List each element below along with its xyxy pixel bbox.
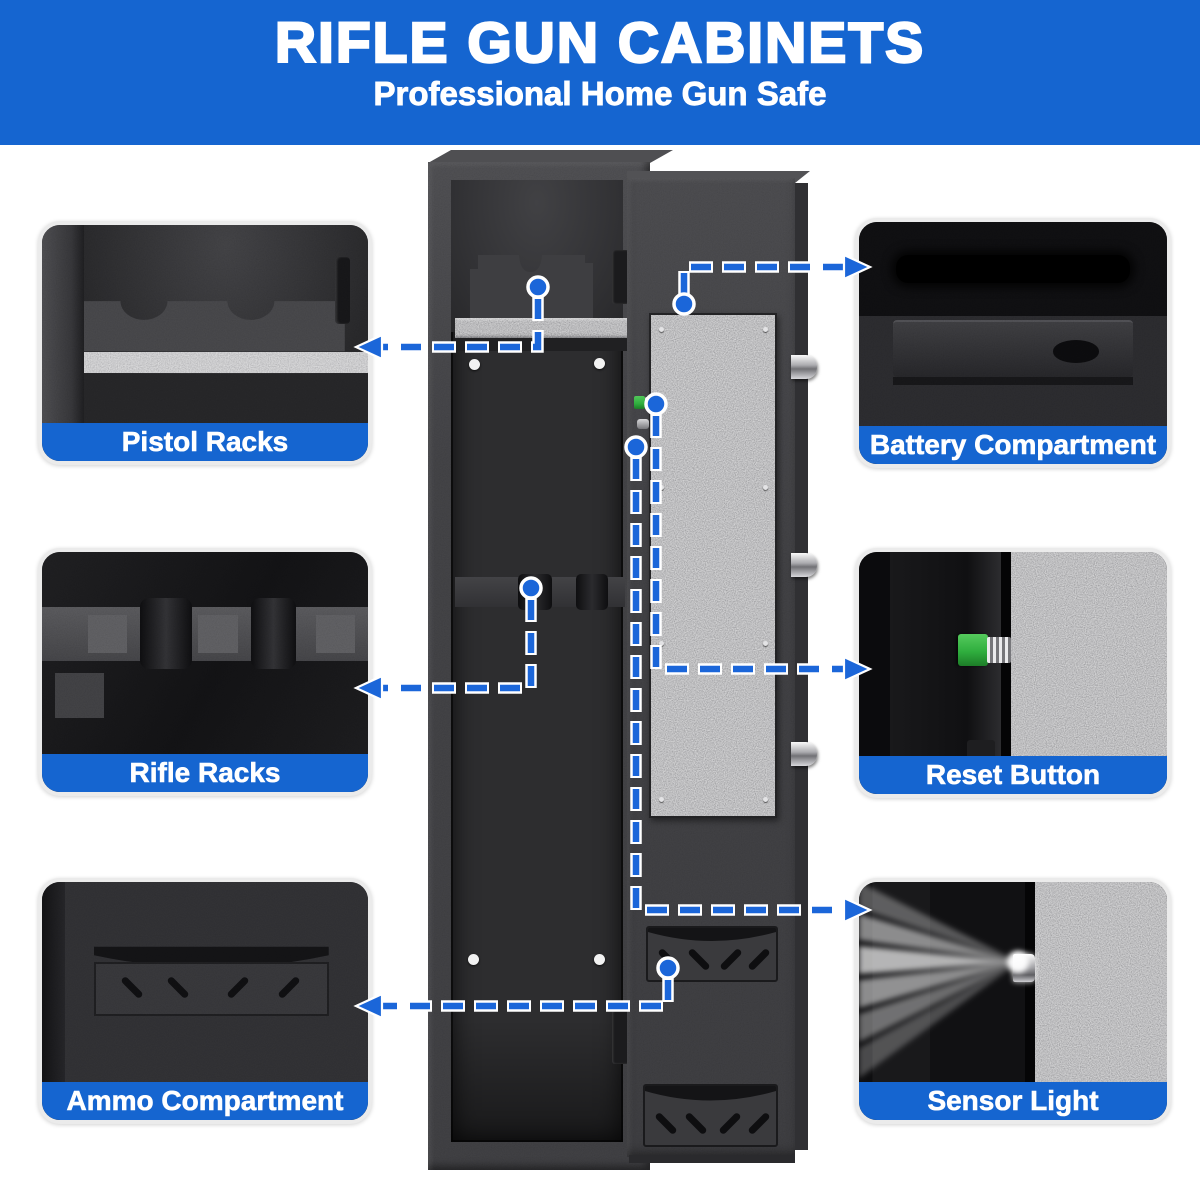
panel-screw <box>763 641 768 646</box>
vent-slot <box>120 975 144 1000</box>
thumb-hole <box>1053 340 1100 363</box>
door-hinge <box>612 250 629 304</box>
texture-noise <box>1011 552 1167 756</box>
pistol-racks-photo <box>42 225 368 423</box>
panel-screw <box>763 485 768 490</box>
callout-sensor-light: Sensor Light <box>855 878 1171 1124</box>
locking-bolt <box>791 355 817 379</box>
vent-slot <box>166 975 191 1000</box>
cabinet-top-face <box>428 150 673 163</box>
sensor-light-photo <box>859 882 1167 1082</box>
page-title: RIFLE GUN CABINETS <box>274 11 926 75</box>
reset-button-shaft <box>645 397 655 408</box>
foam-patch <box>55 673 104 718</box>
vent-slot <box>687 947 711 972</box>
light-rays <box>859 882 1029 1078</box>
interior-shelf <box>455 318 630 338</box>
pocket-flap <box>645 1086 776 1101</box>
strap-loop <box>518 574 552 610</box>
panel-screw <box>659 485 664 490</box>
reset-button-close-up <box>957 633 989 667</box>
reset-button-shaft-close-up <box>986 636 1012 664</box>
screw-hole <box>594 954 605 965</box>
keypad-panel-close-up <box>1011 552 1167 756</box>
panel-screw <box>763 327 768 332</box>
texture-noise <box>84 351 368 374</box>
battery-compartment-label: Battery Compartment <box>859 426 1167 464</box>
ammo-pocket-lower <box>643 1084 778 1147</box>
vent-slot <box>684 1111 708 1136</box>
sensor-light-label: Sensor Light <box>859 1082 1167 1120</box>
cabinet-edge <box>859 552 890 756</box>
panel-screw <box>659 327 664 332</box>
reset-button <box>634 396 645 409</box>
rifle-rack-strap <box>455 574 625 610</box>
strap-loop <box>576 574 608 610</box>
strap-loop-close-up <box>139 598 192 670</box>
door-edge <box>42 882 65 1082</box>
cover-shadow <box>892 377 1134 386</box>
strap-loop-close-up <box>250 598 297 670</box>
ammo-compartment-label: Ammo Compartment <box>42 1082 368 1120</box>
shelf-shadow <box>455 338 630 351</box>
interior-bottom-shading <box>451 1020 623 1142</box>
shelf-close-up <box>84 351 368 374</box>
lower-knob <box>966 739 995 756</box>
rifle-racks-photo <box>42 552 368 754</box>
recessed-slot <box>895 254 1131 284</box>
vent-slot <box>747 947 771 972</box>
page-subtitle: Professional Home Gun Safe <box>373 75 827 112</box>
ammo-compartment-photo <box>42 882 368 1082</box>
strap-tab <box>198 614 238 653</box>
panel-screw <box>659 641 664 646</box>
callout-pistol-racks: Pistol Racks <box>38 221 372 465</box>
ammo-pocket-upper <box>646 926 778 982</box>
pistol-rack-foam <box>470 255 593 319</box>
door-gap <box>1025 882 1035 1082</box>
panel-screw <box>659 797 664 802</box>
vent-slot <box>226 975 251 1000</box>
pocket-flap <box>648 928 776 941</box>
reset-button-label: Reset Button <box>859 756 1167 794</box>
door-hinge <box>612 1010 629 1064</box>
strap-tab <box>87 614 127 653</box>
callout-rifle-racks: Rifle Racks <box>38 548 372 796</box>
reset-button-photo <box>859 552 1167 756</box>
shelf-front-edge <box>84 373 368 423</box>
texture-noise <box>455 318 630 338</box>
header-banner: RIFLE GUN CABINETS Professional Home Gun… <box>0 0 1200 145</box>
screw-hole <box>468 954 479 965</box>
callout-ammo-compartment: Ammo Compartment <box>38 878 372 1124</box>
screw-hole <box>469 359 480 370</box>
battery-compartment-photo <box>859 222 1167 426</box>
door-bottom-face <box>629 1155 795 1163</box>
panel-screw <box>763 797 768 802</box>
screw-hole <box>594 358 605 369</box>
vent-slot <box>654 1111 678 1136</box>
vent-slot <box>277 975 301 1000</box>
pocket-close-up <box>94 962 329 1016</box>
cabinet-wall-edge <box>42 225 85 423</box>
hinge-close-up <box>335 256 351 324</box>
callout-reset-button: Reset Button <box>855 548 1171 798</box>
strap-tab <box>315 614 355 653</box>
callout-battery-compartment: Battery Compartment <box>855 218 1171 468</box>
door-side-face <box>795 183 808 1150</box>
texture-noise <box>651 315 775 816</box>
vent-slot <box>657 947 681 972</box>
locking-bolt <box>791 553 817 577</box>
vent-slot <box>719 947 743 972</box>
door-knob <box>637 419 649 429</box>
vent-slot <box>718 1111 742 1136</box>
locking-bolt <box>791 742 817 766</box>
vent-slot <box>747 1111 771 1136</box>
keypad-back-panel <box>649 313 777 818</box>
rifle-racks-label: Rifle Racks <box>42 754 368 792</box>
pistol-racks-label: Pistol Racks <box>42 423 368 461</box>
pistol-foam-close-up <box>84 301 346 352</box>
